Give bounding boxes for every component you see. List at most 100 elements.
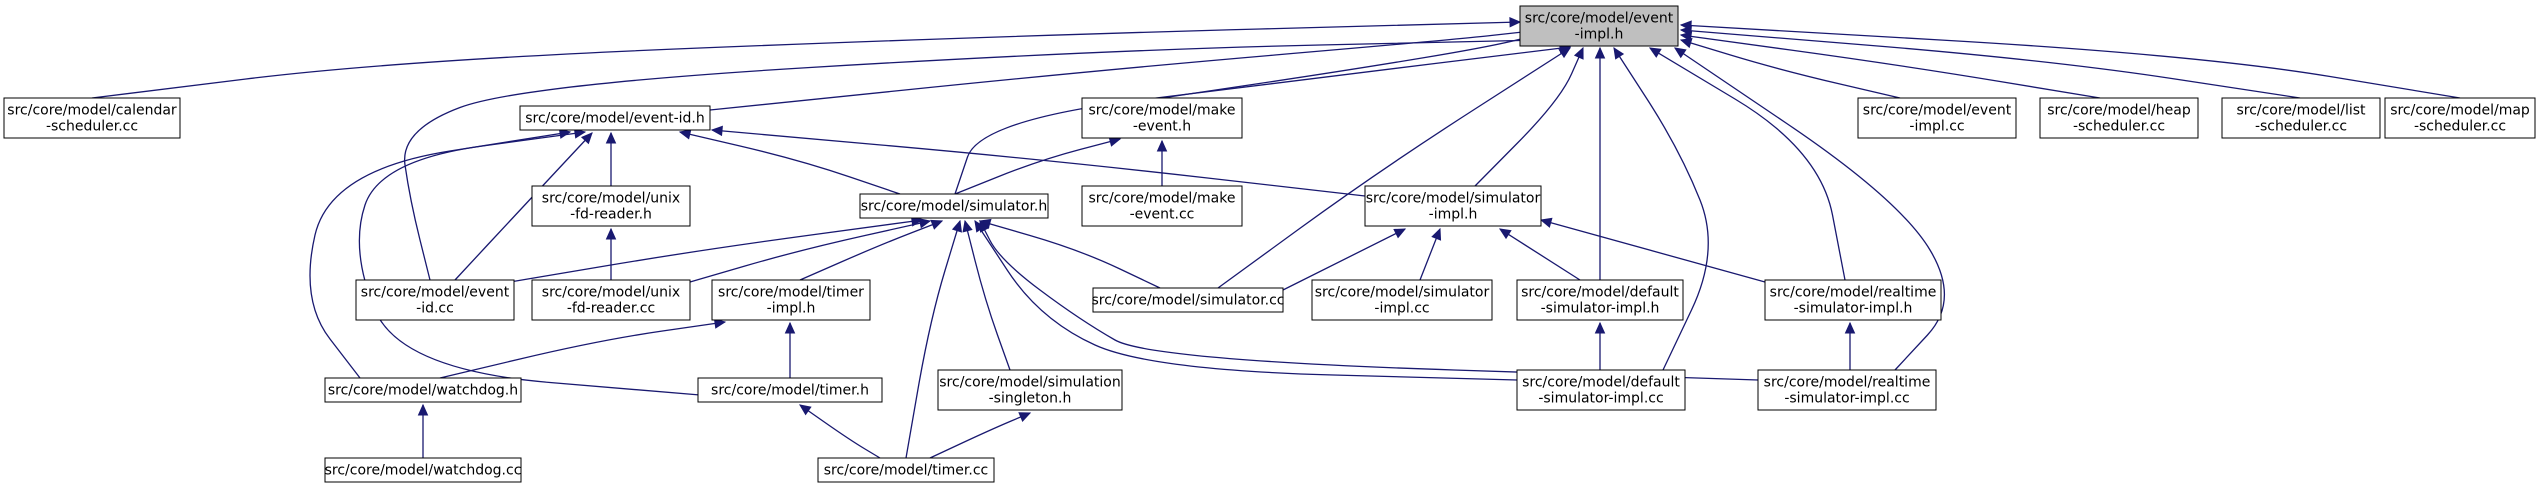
- edge-realtime_sim_cc-to-event_impl_h: [1673, 47, 1946, 371]
- edge-make_event_h-to-event_impl_h: [1161, 27, 1555, 99]
- edge-simulator_h-to-make_event_h: [954, 136, 1122, 195]
- node-label-line: src/core/model/watchdog.cc: [325, 463, 522, 479]
- edge-arrowhead: [605, 227, 617, 240]
- edge-line: [1540, 219, 1766, 283]
- node-label-line: src/core/model/default: [1521, 285, 1679, 301]
- node-simulator-cc[interactable]: src/core/model/simulator.cc: [1091, 287, 1285, 313]
- node-unix-fd-cc[interactable]: src/core/model/unix-fd-reader.cc: [531, 279, 691, 321]
- edge-event_id_cc-to-event_impl_h: [404, 34, 1542, 281]
- node-box: [711, 279, 871, 321]
- node-label-line: src/core/model/timer.h: [711, 383, 869, 399]
- edge-unix_fd_cc-to-simulator_h: [689, 218, 932, 283]
- edge-arrowhead: [678, 129, 692, 140]
- edge-line: [1217, 47, 1571, 289]
- node-label-line: -impl.cc: [1374, 301, 1429, 317]
- node-box: [2384, 97, 2536, 139]
- edge-simulator_impl_h-to-event_id_h: [710, 125, 1366, 197]
- node-default-sim-cc[interactable]: src/core/model/default-simulator-impl.cc: [1516, 369, 1686, 411]
- node-label-line: src/core/model/simulator.cc: [1091, 293, 1284, 309]
- edge-arrowhead: [1509, 17, 1522, 28]
- node-event-id-cc[interactable]: src/core/model/event-id.cc: [355, 279, 515, 321]
- node-timer-cc[interactable]: src/core/model/timer.cc: [817, 457, 995, 483]
- edge-map_cc-to-event_impl_h: [1679, 20, 2461, 99]
- node-realtime-sim-cc[interactable]: src/core/model/realtime-simulator-impl.c…: [1757, 369, 1937, 411]
- node-label-line: -simulator-impl.cc: [1784, 391, 1909, 407]
- node-label-line: src/core/model/calendar: [7, 103, 177, 119]
- node-label-line: -scheduler.cc: [2414, 119, 2506, 135]
- node-label-line: -impl.h: [1575, 27, 1624, 43]
- edge-simulator_h-to-event_impl_h: [954, 43, 1572, 195]
- node-box: [1311, 279, 1493, 321]
- edge-line: [964, 220, 1011, 371]
- edge-timer_cc-to-simulator_h: [905, 219, 963, 459]
- edge-line: [689, 220, 931, 283]
- edge-arrowhead: [580, 132, 593, 145]
- node-label-line: -simulator-impl.cc: [1538, 391, 1663, 407]
- node-label-line: -simulator-impl.h: [1541, 301, 1660, 317]
- node-timer-impl-h[interactable]: src/core/model/timer-impl.h: [711, 279, 871, 321]
- edge-event_id_cc-to-event_id_h: [454, 132, 593, 281]
- node-sim-singleton-h[interactable]: src/core/model/simulation-singleton.h: [937, 369, 1123, 411]
- edge-arrowhead: [1156, 139, 1168, 152]
- node-default-sim-h[interactable]: src/core/model/default-simulator-impl.h: [1516, 279, 1684, 321]
- node-map-cc[interactable]: src/core/model/map-scheduler.cc: [2384, 97, 2536, 139]
- edge-line: [1161, 29, 1554, 99]
- node-make-event-h[interactable]: src/core/model/make-event.h: [1081, 97, 1243, 139]
- node-box: [531, 185, 691, 227]
- node-simulator-impl-cc[interactable]: src/core/model/simulator-impl.cc: [1311, 279, 1493, 321]
- edge-line: [1680, 29, 2301, 99]
- node-label-line: src/core/model/map: [2390, 103, 2530, 119]
- node-label-line: src/core/model/heap: [2047, 103, 2191, 119]
- edge-timer_h-to-timer_impl_h: [784, 321, 796, 378]
- node-timer-h[interactable]: src/core/model/timer.h: [697, 377, 883, 403]
- node-box: [1092, 287, 1284, 313]
- node-label-line: src/core/model/simulator: [1366, 191, 1541, 207]
- edge-default_sim_cc-to-default_sim_h: [1594, 321, 1606, 370]
- edge-line: [454, 132, 593, 281]
- node-box: [1516, 279, 1684, 321]
- edge-make_event_cc-to-make_event_h: [1156, 139, 1168, 186]
- node-event-impl-cc[interactable]: src/core/model/event-impl.cc: [1857, 97, 2017, 139]
- edge-line: [905, 220, 961, 459]
- node-list-cc[interactable]: src/core/model/list-scheduler.cc: [2221, 97, 2381, 139]
- node-make-event-cc[interactable]: src/core/model/make-event.cc: [1081, 185, 1243, 227]
- edge-line: [1282, 228, 1406, 291]
- node-simulator-impl-h[interactable]: src/core/model/simulator-impl.h: [1364, 185, 1542, 227]
- edge-arrowhead: [799, 404, 812, 416]
- edge-arrowhead: [1844, 321, 1856, 334]
- node-box: [1081, 97, 1243, 139]
- edge-arrowhead: [605, 131, 617, 144]
- node-label-line: src/core/model/watchdog.h: [328, 383, 518, 399]
- node-label-line: src/core/model/make: [1089, 103, 1236, 119]
- edge-line: [979, 220, 1161, 289]
- node-label-line: src/core/model/unix: [542, 191, 680, 207]
- edge-line: [358, 131, 701, 396]
- node-event-id-h[interactable]: src/core/model/event-id.h: [519, 105, 711, 131]
- node-box: [355, 279, 515, 321]
- edge-line: [509, 219, 923, 283]
- edge-heap_cc-to-event_impl_h: [1679, 31, 2101, 99]
- edge-arrowhead: [784, 321, 796, 334]
- node-unix-fd-h[interactable]: src/core/model/unix-fd-reader.h: [531, 185, 691, 227]
- edge-watchdog_h-to-event_id_h: [309, 128, 572, 379]
- edge-arrowhead: [1539, 217, 1553, 228]
- node-box: [1364, 185, 1542, 227]
- node-calendar-cc[interactable]: src/core/model/calendar-scheduler.cc: [3, 97, 181, 139]
- node-watchdog-h[interactable]: src/core/model/watchdog.h: [324, 377, 522, 403]
- edges-layer: [91, 17, 2461, 459]
- edge-arrowhead: [1393, 228, 1407, 239]
- node-box: [324, 377, 522, 403]
- node-realtime-sim-h[interactable]: src/core/model/realtime-simulator-impl.h: [1764, 279, 1942, 321]
- node-label-line: -event.cc: [1130, 207, 1195, 223]
- node-box: [1519, 5, 1679, 47]
- node-heap-cc[interactable]: src/core/model/heap-scheduler.cc: [2039, 97, 2199, 139]
- edge-unix_fd_h-to-event_id_h: [605, 131, 617, 186]
- edge-arrowhead: [1573, 46, 1584, 60]
- node-simulator-h[interactable]: src/core/model/simulator.h: [859, 193, 1049, 219]
- node-label-line: src/core/model/list: [2236, 103, 2366, 119]
- edge-arrowhead: [417, 403, 429, 416]
- node-watchdog-cc[interactable]: src/core/model/watchdog.cc: [324, 457, 522, 483]
- edge-simulator_cc-to-simulator_h: [978, 218, 1161, 289]
- node-box: [2221, 97, 2381, 139]
- edge-line: [1680, 24, 2461, 99]
